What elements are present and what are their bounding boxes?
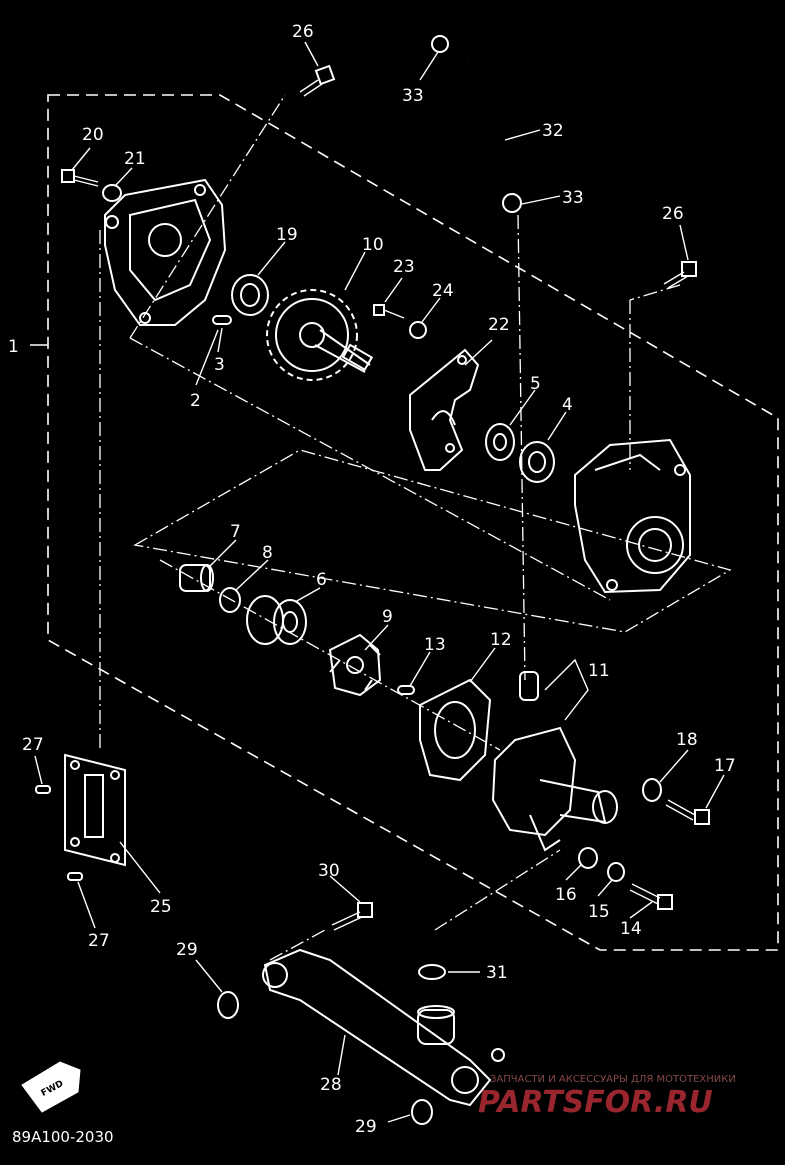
hose-32-inner <box>464 55 498 171</box>
cover-plate-25 <box>64 753 126 867</box>
label-32: 32 <box>542 121 564 141</box>
label-28: 28 <box>320 1075 342 1095</box>
hose-axis-line <box>517 214 526 681</box>
fwd-arrow-icon <box>21 1061 81 1113</box>
washer-8 <box>219 587 241 613</box>
pump-housing <box>574 438 691 594</box>
label-19: 19 <box>276 225 298 245</box>
label-10: 10 <box>362 235 384 255</box>
watermark-tagline: ЗАПЧАСТИ И АКСЕССУАРЫ ДЛЯ МОТОТЕХНИКИ <box>490 1074 736 1085</box>
washer-18 <box>642 778 662 802</box>
label-22: 22 <box>488 315 510 335</box>
bolt-20 <box>61 169 99 187</box>
label-20: 20 <box>82 125 104 145</box>
label-3: 3 <box>214 355 225 375</box>
pump-cover <box>104 178 227 326</box>
label-23: 23 <box>393 257 415 277</box>
label-5: 5 <box>530 374 541 394</box>
leader-lines <box>34 41 725 1123</box>
label-8: 8 <box>262 543 273 563</box>
diagram-code: 89A100-2030 <box>12 1128 114 1146</box>
bolt-30 <box>331 902 373 931</box>
bolt-14 <box>629 883 673 910</box>
label-18: 18 <box>676 730 698 750</box>
bolt-17 <box>665 799 710 825</box>
label-1: 1 <box>8 337 19 357</box>
clamp-33-bottom <box>502 193 522 213</box>
plate-22 <box>409 348 480 471</box>
pin-13 <box>397 685 415 695</box>
label-6: 6 <box>316 570 327 590</box>
bolt-26-right <box>663 261 697 289</box>
label-24: 24 <box>432 281 454 301</box>
bolt-26-top <box>299 64 336 97</box>
pipe-28 <box>262 948 505 1107</box>
bolt-23 <box>373 304 405 319</box>
gasket-12 <box>419 678 492 782</box>
label-15: 15 <box>588 902 610 922</box>
dowel-pin <box>212 315 232 325</box>
label-14: 14 <box>620 919 642 939</box>
label-17: 17 <box>714 756 736 776</box>
label-12: 12 <box>490 630 512 650</box>
dowel-27-top <box>35 785 51 794</box>
o-ring-29-bottom <box>411 1099 433 1125</box>
o-ring-31 <box>418 964 446 980</box>
label-13: 13 <box>424 635 446 655</box>
label-33-bottom: 33 <box>562 188 584 208</box>
label-16: 16 <box>555 885 577 905</box>
lower-group-outline <box>133 449 732 633</box>
label-11: 11 <box>588 661 610 681</box>
label-2: 2 <box>190 391 201 411</box>
pump-gear-shaft <box>266 289 374 381</box>
o-ring-29-top <box>217 991 239 1019</box>
label-31: 31 <box>486 963 508 983</box>
housing-axis-line <box>629 284 681 470</box>
label-4: 4 <box>562 395 573 415</box>
clamp-33-top <box>431 35 449 53</box>
washer-24 <box>409 321 427 339</box>
assembly-boundary <box>47 94 779 951</box>
washer-16 <box>578 847 598 869</box>
label-26-top: 26 <box>292 22 314 42</box>
dowel-27-bottom <box>67 872 83 881</box>
label-11-bracket <box>544 658 589 721</box>
bearing-4 <box>519 441 555 483</box>
upper-group-outline <box>129 94 611 601</box>
label-21: 21 <box>124 149 146 169</box>
label-7: 7 <box>230 522 241 542</box>
label-27-bottom: 27 <box>88 931 110 951</box>
bearing-19 <box>231 274 269 316</box>
pipe-axis-line <box>269 849 561 961</box>
label-9: 9 <box>382 607 393 627</box>
label-29-top: 29 <box>176 940 198 960</box>
washer-15 <box>607 862 625 882</box>
seal-5 <box>485 423 515 461</box>
label-33-top: 33 <box>402 86 424 106</box>
mechanical-seal-6 <box>246 595 307 645</box>
label-30: 30 <box>318 861 340 881</box>
collar-7 <box>179 564 214 592</box>
label-26-right: 26 <box>662 204 684 224</box>
label-27-top: 27 <box>22 735 44 755</box>
label-25: 25 <box>150 897 172 917</box>
watermark-logo: PARTSFOR.RU <box>478 1085 713 1120</box>
label-29-bottom: 29 <box>355 1117 377 1137</box>
washer-21 <box>102 184 122 202</box>
impeller-9 <box>328 633 382 697</box>
outlet-housing-11 <box>491 671 618 852</box>
